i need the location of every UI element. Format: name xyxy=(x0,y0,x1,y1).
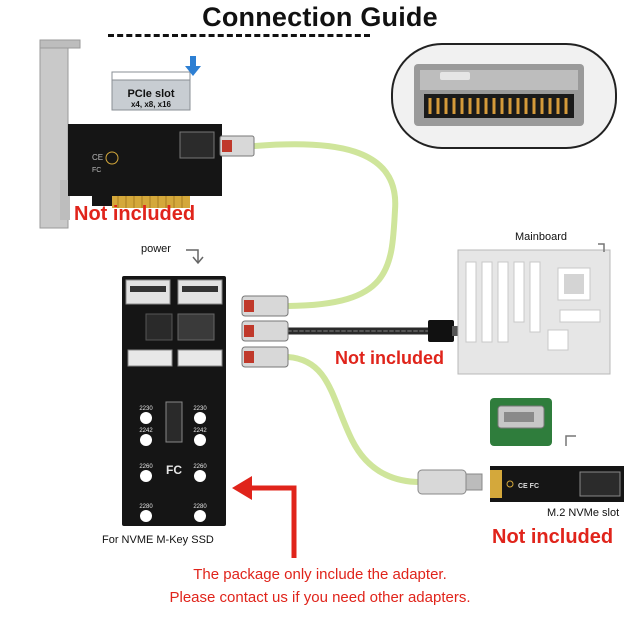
power-label: power xyxy=(141,243,171,255)
size-mark-2230-left: 2230 xyxy=(139,406,153,412)
adapter-board: FC xyxy=(122,276,226,526)
adapter-sff-port xyxy=(177,313,215,341)
cable-bottom xyxy=(285,354,423,485)
adapter-cable-plugs xyxy=(241,295,289,368)
mainboard-arrow-icon xyxy=(598,243,605,252)
adapter-caption: For NVME M-Key SSD xyxy=(102,534,214,546)
cable-connector-m2 xyxy=(417,469,483,495)
curved-arrow-icon xyxy=(186,249,204,265)
svg-text:CE: CE xyxy=(92,153,103,162)
size-mark-2280-right: 2280 xyxy=(193,504,207,510)
svg-text:FC: FC xyxy=(92,167,101,174)
size-mark-2242-right: 2242 xyxy=(193,428,207,434)
size-mark-2260-right: 2260 xyxy=(193,464,207,470)
size-mark-2242-left: 2242 xyxy=(139,428,153,434)
pcie-slot-label-line2: x4, x8, x16 xyxy=(131,100,172,109)
pcie-slot-label-box xyxy=(111,71,191,111)
svg-text:FC: FC xyxy=(166,463,182,477)
size-mark-2280-left: 2280 xyxy=(139,504,153,510)
connector-closeup xyxy=(391,43,617,149)
page-title: Connection Guide xyxy=(202,2,438,32)
size-mark-2230-right: 2230 xyxy=(193,406,207,412)
arrow-down-icon xyxy=(185,56,201,76)
cable-connector-top xyxy=(219,135,255,157)
cable-top xyxy=(252,141,399,309)
pcie-sff-connector xyxy=(179,131,215,159)
cables xyxy=(252,141,434,485)
cable-connector-mainboard xyxy=(428,320,458,342)
notice-line-1: The package only include the adapter. xyxy=(193,566,447,583)
svg-text:CE FC: CE FC xyxy=(518,483,539,490)
notice-line-2: Please contact us if you need other adap… xyxy=(169,589,471,606)
m2-slot-illustration: CE FC xyxy=(490,398,624,502)
pcie-not-included-label: Not included xyxy=(74,203,196,225)
pcie-gold-fingers xyxy=(112,196,190,208)
pcie-slot-label-line1: PCIe slot xyxy=(127,88,174,100)
mainboard-illustration xyxy=(457,243,611,375)
pointer-arrow-icon xyxy=(232,476,297,558)
mainboard-label: Mainboard xyxy=(515,231,567,243)
m2-slot-label: M.2 NVMe slot xyxy=(547,507,620,519)
m2-not-included-label: Not included xyxy=(492,526,614,548)
pcie-card-illustration: CE FC xyxy=(39,39,222,229)
size-mark-2260-left: 2260 xyxy=(139,464,153,470)
title-underline xyxy=(108,34,370,37)
cable-not-included-label: Not included xyxy=(335,348,444,368)
